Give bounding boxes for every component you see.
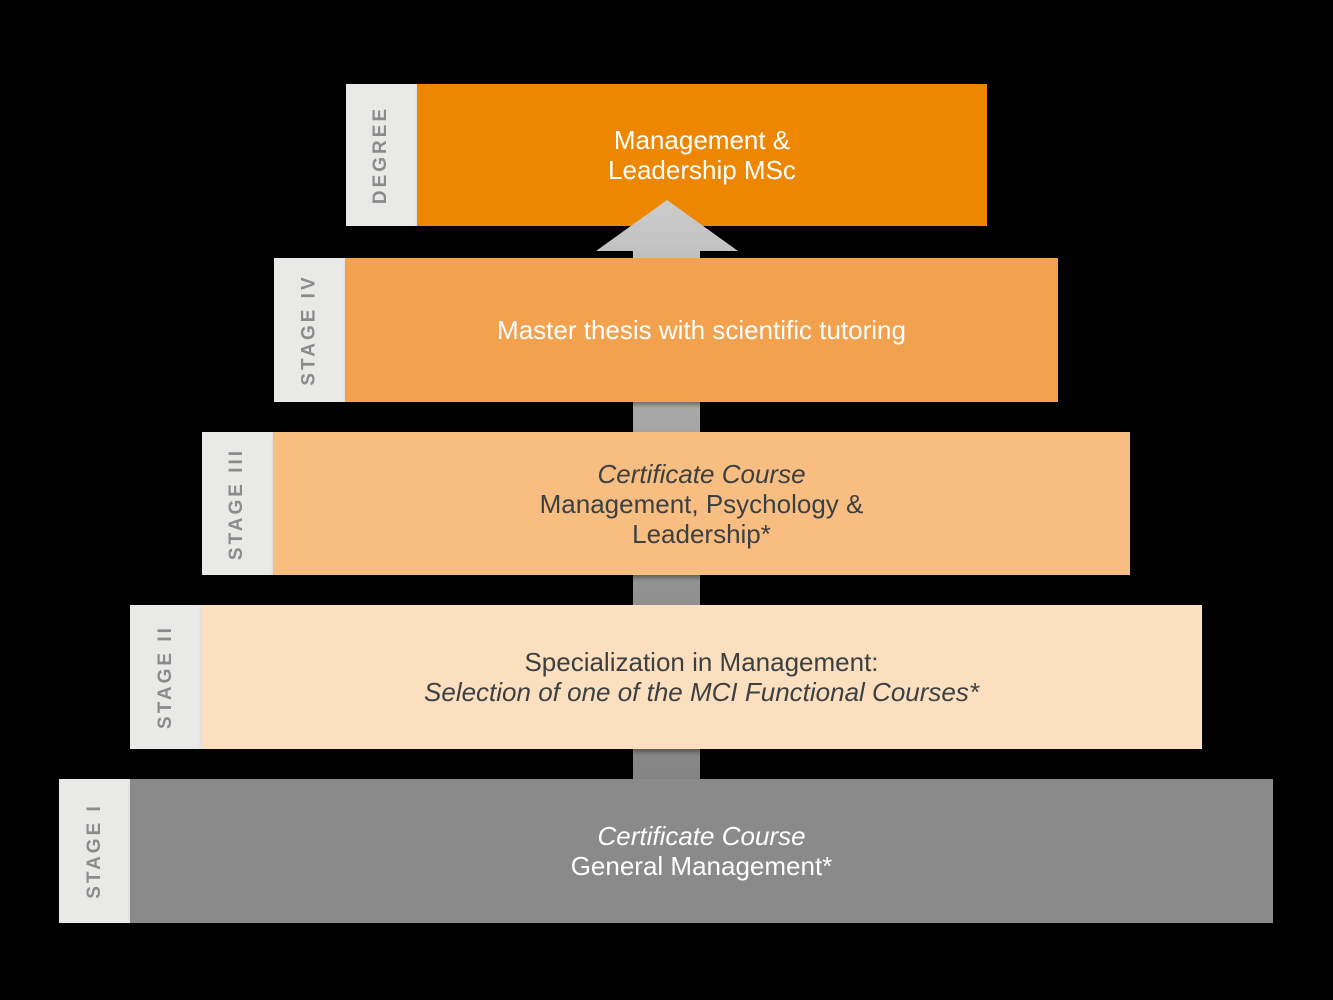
row-stage-i: STAGE I Certificate Course General Manag… [59, 779, 1273, 923]
row-label-stage-ii: STAGE II [130, 605, 201, 749]
row-stage-iv: STAGE IV Master thesis with scientific t… [274, 258, 1058, 402]
stage-ii-bar: Specialization in Management: Selection … [201, 605, 1202, 749]
bar-text-line: General Management* [570, 851, 833, 881]
row-label-text: DEGREE [370, 105, 392, 205]
row-label-text: STAGE III [226, 447, 248, 560]
row-label-degree: DEGREE [346, 84, 417, 226]
degree-bar: Management & Leadership MSc [417, 84, 987, 226]
row-stage-ii: STAGE II Specialization in Management: S… [130, 605, 1202, 749]
row-label-text: STAGE I [83, 803, 105, 899]
bar-text-line: Specialization in Management: [524, 647, 879, 677]
bar-text-line: Management, Psychology & [539, 488, 864, 519]
bar-text-line: Leadership MSc [608, 155, 796, 185]
bar-text-line: Certificate Course [597, 821, 806, 851]
bar-text-line: Leadership* [632, 518, 771, 549]
bar-text-line: Certificate Course [597, 458, 806, 489]
stage-i-bar: Certificate Course General Management* [130, 779, 1273, 923]
row-label-stage-iv: STAGE IV [274, 258, 345, 402]
row-label-text: STAGE IV [298, 274, 320, 386]
row-label-text: STAGE II [154, 625, 176, 729]
row-stage-iii: STAGE III Certificate Course Management,… [202, 432, 1130, 575]
row-label-stage-iii: STAGE III [202, 432, 273, 575]
bar-text-line: Selection of one of the MCI Functional C… [424, 677, 979, 707]
row-label-stage-i: STAGE I [59, 779, 130, 923]
row-degree: DEGREE Management & Leadership MSc [346, 84, 987, 226]
stage-iv-bar: Master thesis with scientific tutoring [345, 258, 1058, 402]
stage-iii-bar: Certificate Course Management, Psycholog… [273, 432, 1130, 575]
up-arrow-head-icon [596, 200, 738, 258]
bar-text-line: Management & [613, 125, 791, 155]
bar-text-line: Master thesis with scientific tutoring [497, 315, 906, 345]
